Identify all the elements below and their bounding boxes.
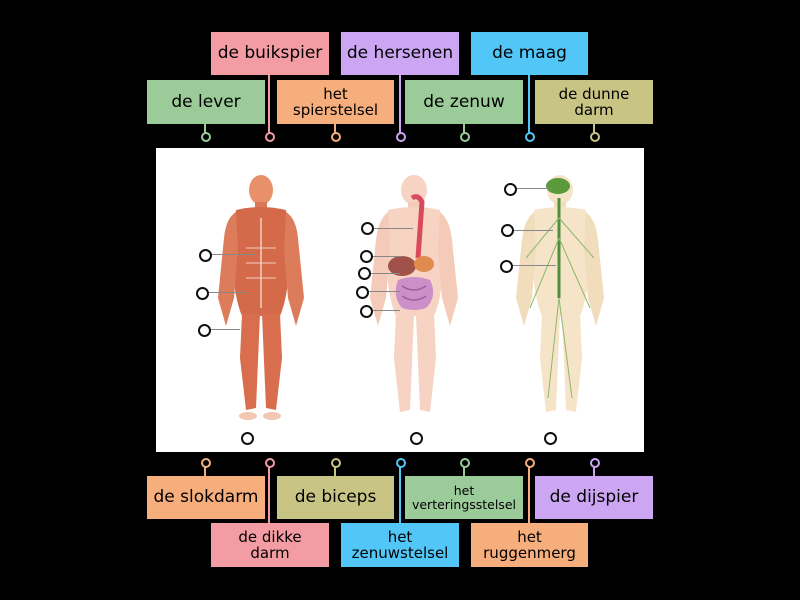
leader-line [513,230,553,231]
label-het-ruggenmerg[interactable]: het ruggenmerg [471,523,588,567]
drop-target-marker[interactable] [500,260,513,273]
label-text: de biceps [294,487,377,508]
label-de-dikke-darm[interactable]: de dikke darm [211,523,329,567]
connector-line [268,466,270,523]
label-het-zenuwstelsel[interactable]: het zenuwstelsel [341,523,459,567]
connector-dot [331,458,341,468]
connector-dot [460,132,470,142]
connector-dot [201,132,211,142]
label-text-line-1: de dunne [558,84,630,103]
label-text: de dijspier [549,487,639,508]
connector-line [399,75,401,134]
label-text-line-1: het [387,527,413,546]
leader-line [370,273,400,274]
drop-target-marker[interactable] [360,250,373,263]
connector-line [463,124,465,134]
nervous-body-illustration [516,175,604,412]
drop-target-marker[interactable] [198,324,211,337]
connector-line [204,466,206,476]
connector-line [593,124,595,134]
label-de-buikspier[interactable]: de buikspier [211,32,329,75]
label-text-line-2: darm [574,101,614,119]
leader-line [512,265,556,266]
label-text-line-2: darm [250,544,290,562]
leader-line [211,254,256,255]
connector-line [334,124,336,134]
leader-line [372,310,400,311]
connector-line [528,75,530,134]
drop-target-marker[interactable] [241,432,254,445]
label-text: de buikspier [217,43,323,64]
drop-target-marker[interactable] [501,224,514,237]
connector-dot [201,458,211,468]
connector-dot [265,132,275,142]
leader-line [368,291,400,292]
muscle-body-illustration [218,175,304,420]
label-het-spierstelsel[interactable]: het spierstelsel [277,80,394,124]
label-de-dijspier[interactable]: de dijspier [535,476,653,519]
label-text-line-2: ruggenmerg [483,544,576,562]
connector-dot [396,458,406,468]
connector-dot [590,132,600,142]
connector-dot [396,132,406,142]
drop-target-marker[interactable] [544,432,557,445]
label-text: de zenuw [423,91,505,112]
digestive-body-illustration [370,175,458,412]
connector-dot [265,458,275,468]
drop-target-marker[interactable] [504,183,517,196]
connector-line [204,124,206,134]
label-de-slokdarm[interactable]: de slokdarm [147,476,265,519]
drop-target-marker[interactable] [199,249,212,262]
label-het-verteringsstelsel[interactable]: het verteringsstelsel [405,476,523,519]
connector-dot [525,458,535,468]
anatomy-illustration [218,175,604,420]
connector-line [399,466,401,523]
leader-line [373,228,413,229]
label-text: de slokdarm [153,487,259,508]
anatomy-figure-panel [156,148,644,452]
connector-line [268,75,270,134]
leader-line [516,188,552,189]
connector-dot [590,458,600,468]
leader-line [372,256,402,257]
label-text-line-2: spierstelsel [292,101,379,119]
connector-line [528,466,530,523]
connector-dot [460,458,470,468]
label-text: de maag [492,43,567,64]
label-text-line-1: het [453,482,475,498]
connector-dot [525,132,535,142]
connector-dot [331,132,341,142]
label-de-zenuw[interactable]: de zenuw [405,80,523,124]
label-text: de lever [171,91,241,112]
leader-line [210,329,240,330]
drop-target-marker[interactable] [358,267,371,280]
label-de-dunne-darm[interactable]: de dunne darm [535,80,653,124]
label-de-hersenen[interactable]: de hersenen [341,32,459,75]
label-text-line-2: zenuwstelsel [351,544,449,562]
label-text-line-2: verteringsstelsel [411,496,517,512]
leader-line [208,292,248,293]
drop-target-marker[interactable] [360,305,373,318]
label-de-lever[interactable]: de lever [147,80,265,124]
connector-line [463,466,465,476]
drop-target-marker[interactable] [410,432,423,445]
label-de-maag[interactable]: de maag [471,32,588,75]
label-text: de hersenen [346,43,454,64]
label-text-line-1: het [323,84,348,103]
label-text-line-1: de dikke [238,527,302,546]
connector-line [334,466,336,476]
label-de-biceps[interactable]: de biceps [277,476,394,519]
drop-target-marker[interactable] [356,286,369,299]
connector-line [593,466,595,476]
label-text-line-1: het [517,527,542,546]
drop-target-marker[interactable] [196,287,209,300]
drop-target-marker[interactable] [361,222,374,235]
